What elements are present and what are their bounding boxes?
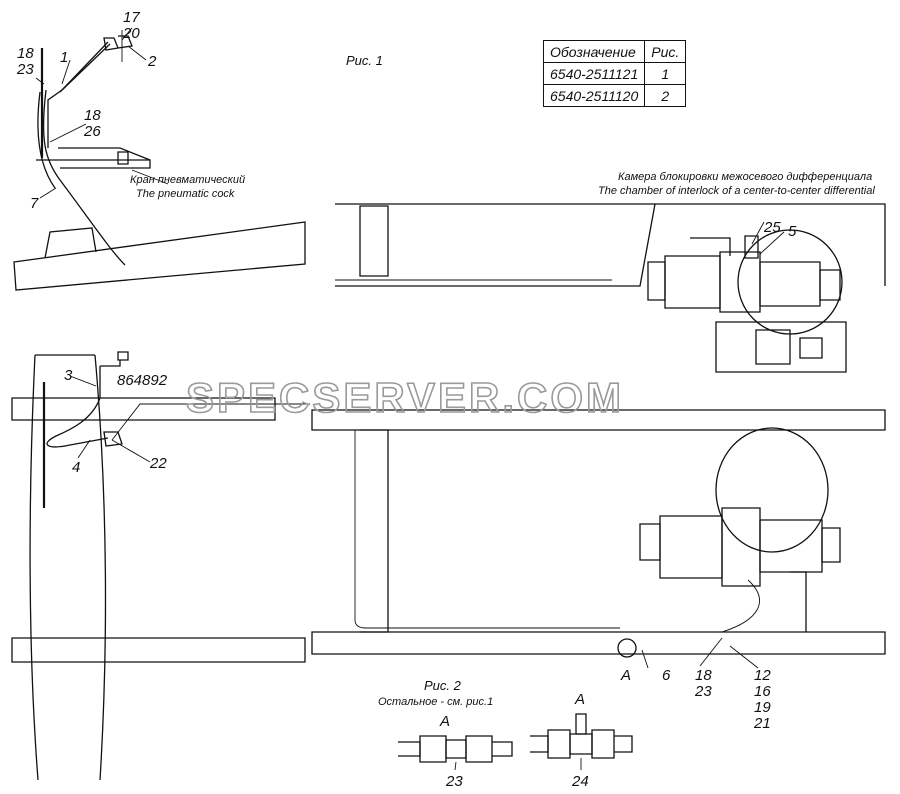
chamber-caption-ru: Камера блокировки межосевого дифференциа…: [618, 171, 872, 183]
table-header-row: Обозначение Рис.: [542, 40, 687, 63]
callout-19: 19: [754, 699, 771, 716]
callout-1: 1: [60, 49, 68, 66]
table-header-designation: Обозначение: [542, 40, 646, 63]
table-cell-designation: 6540-2511121: [542, 62, 646, 85]
figure2-title: Рис. 2: [424, 678, 462, 693]
detail-a2-number: 24: [571, 773, 589, 790]
callout-22: 22: [149, 455, 167, 472]
detail-a-coupling: [398, 735, 513, 763]
callout-23-top: 23: [16, 61, 34, 78]
cock-caption-en: The pneumatic cock: [136, 188, 235, 200]
callout-A: A: [620, 667, 631, 684]
cock-caption-ru: Кран пневматический: [130, 174, 245, 186]
callout-18-top: 18: [17, 45, 34, 62]
leader-lines: [35, 27, 785, 771]
callout-23-bottom: 23: [694, 683, 712, 700]
callout-21: 21: [753, 715, 771, 732]
figure1-title: Рис. 1: [346, 53, 383, 68]
frame-side-view: [335, 203, 886, 373]
figure2-note: Остальное - см. рис.1: [378, 696, 493, 708]
watermark: SPECSERVER.COM: [186, 374, 624, 421]
callout-18-bottom: 18: [695, 667, 712, 684]
callout-25: 25: [763, 219, 781, 236]
callout-864892: 864892: [117, 372, 168, 389]
chamber-caption-en: The chamber of interlock of a center-to-…: [598, 185, 875, 197]
detail-a2-label: A: [574, 691, 585, 708]
cab-floor-view: [13, 30, 306, 291]
callout-12: 12: [754, 667, 771, 684]
callout-20: 20: [122, 25, 140, 42]
callouts: 17 20 2 18 23 1 18 26 7 25 5 3 864892 4 …: [16, 9, 797, 790]
detail-a1-label: A: [439, 713, 450, 730]
callout-17: 17: [123, 9, 140, 26]
callout-18-mid: 18: [84, 107, 101, 124]
callout-3: 3: [64, 367, 73, 384]
callout-26: 26: [83, 123, 101, 140]
callout-6: 6: [662, 667, 671, 684]
detail-a1-number: 23: [445, 773, 463, 790]
table-header-fig: Рис.: [644, 40, 687, 63]
callout-7: 7: [30, 195, 39, 212]
table-row: 6540-2511120 2: [542, 84, 687, 107]
callout-16: 16: [754, 683, 771, 700]
designation-table: Обозначение Рис. 6540-2511121 1 6540-251…: [542, 40, 687, 107]
callout-4: 4: [72, 459, 80, 476]
callout-2: 2: [147, 53, 157, 70]
callout-5: 5: [788, 223, 797, 240]
table-cell-fig: 1: [644, 62, 687, 85]
table-cell-designation: 6540-2511120: [542, 84, 646, 107]
frame-lower-view: [311, 409, 886, 658]
detail-a-tee: [530, 713, 633, 759]
table-row: 6540-2511121 1: [542, 62, 687, 85]
frame-top-view-left: [11, 351, 310, 781]
table-cell-fig: 2: [644, 84, 687, 107]
